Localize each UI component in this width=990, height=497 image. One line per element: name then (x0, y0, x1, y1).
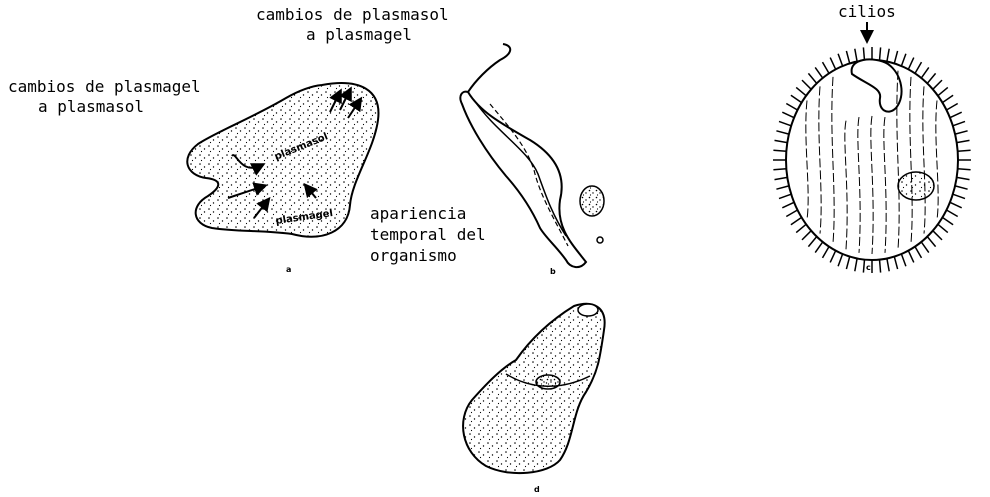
cilium (957, 140, 970, 142)
cilium (947, 210, 958, 217)
panel-d-letter: d (534, 485, 540, 494)
cilium (933, 80, 942, 89)
label-sol-to-gel-line2: a plasmagel (306, 25, 412, 44)
cilium (838, 54, 843, 66)
panel-d-organism: d (463, 304, 605, 494)
cilium (955, 186, 968, 189)
cilium (894, 51, 897, 64)
panel-c-ciliate: c (773, 47, 971, 273)
cilium (953, 194, 965, 198)
cilium (855, 259, 857, 272)
cilium (782, 202, 794, 208)
cilium (823, 62, 830, 73)
cilium (775, 177, 788, 179)
opening (578, 304, 598, 316)
cilium (815, 67, 823, 78)
panel-a-amoeba: plasmasol plasmagel a (187, 83, 378, 274)
cilium (846, 51, 849, 64)
cilium (791, 95, 802, 102)
cilium (823, 247, 830, 258)
cilium (957, 177, 970, 179)
label-sol-to-gel-line1: cambios de plasmasol (256, 5, 449, 24)
cilium (863, 260, 864, 273)
cilium (815, 242, 823, 253)
cilium (773, 150, 786, 151)
cilium (786, 210, 797, 217)
cilium (915, 247, 922, 258)
label-apariencia-line1: apariencia (370, 204, 466, 223)
cilium (942, 95, 953, 102)
cilium (958, 169, 971, 170)
cilium (802, 231, 811, 240)
label-cilios: cilios (838, 2, 896, 21)
cilium (779, 121, 791, 125)
cilium (942, 217, 953, 224)
cilium (938, 224, 948, 232)
cilium (782, 112, 794, 118)
cilium (908, 58, 914, 70)
cilium (953, 121, 965, 125)
label-gel-to-sol-line2: a plasmasol (38, 97, 144, 116)
cilium (947, 104, 958, 111)
cilium (802, 80, 811, 89)
nucleus (580, 186, 604, 216)
cilium (776, 131, 789, 134)
cilium (887, 259, 889, 272)
cilium (927, 237, 935, 247)
panel-a-letter: a (286, 265, 291, 274)
cilium (950, 202, 962, 208)
cilium (880, 260, 881, 273)
cilium (855, 49, 857, 62)
cilium (927, 73, 935, 83)
cilium (808, 73, 816, 83)
cilium (796, 224, 806, 232)
macronucleus (898, 172, 934, 200)
label-apariencia-line2: temporal del (370, 225, 486, 244)
cilium (773, 169, 786, 170)
cilium (921, 242, 929, 253)
cilium (933, 231, 942, 240)
label-gel-to-sol-line1: cambios de plasmagel (8, 77, 201, 96)
nucleus-d (536, 375, 560, 389)
panel-b-letter: b (550, 267, 556, 276)
cilium (880, 47, 881, 60)
cilium (887, 49, 889, 62)
cilium (808, 237, 816, 247)
cilium (915, 62, 922, 73)
cilium (901, 254, 906, 266)
flagellum (468, 44, 510, 92)
cilium (908, 251, 914, 263)
cilium (776, 186, 789, 189)
cilium (955, 131, 968, 134)
organism-d-body (463, 304, 605, 473)
cilium (838, 254, 843, 266)
cilium (938, 87, 948, 95)
cilium (958, 150, 971, 151)
cilium (863, 47, 864, 60)
cilium (779, 194, 791, 198)
panel-c-letter: c (866, 263, 871, 272)
cilium (786, 104, 797, 111)
cilium (901, 54, 906, 66)
cilium (921, 67, 929, 78)
cilium (830, 251, 836, 263)
cilium (846, 257, 849, 270)
cilium (791, 217, 802, 224)
cilium (796, 87, 806, 95)
cilium (830, 58, 836, 70)
cilium (775, 140, 788, 142)
label-apariencia-line3: organismo (370, 246, 457, 265)
cilium (894, 257, 897, 270)
kinetoplast (597, 237, 603, 243)
cilium (950, 112, 962, 118)
